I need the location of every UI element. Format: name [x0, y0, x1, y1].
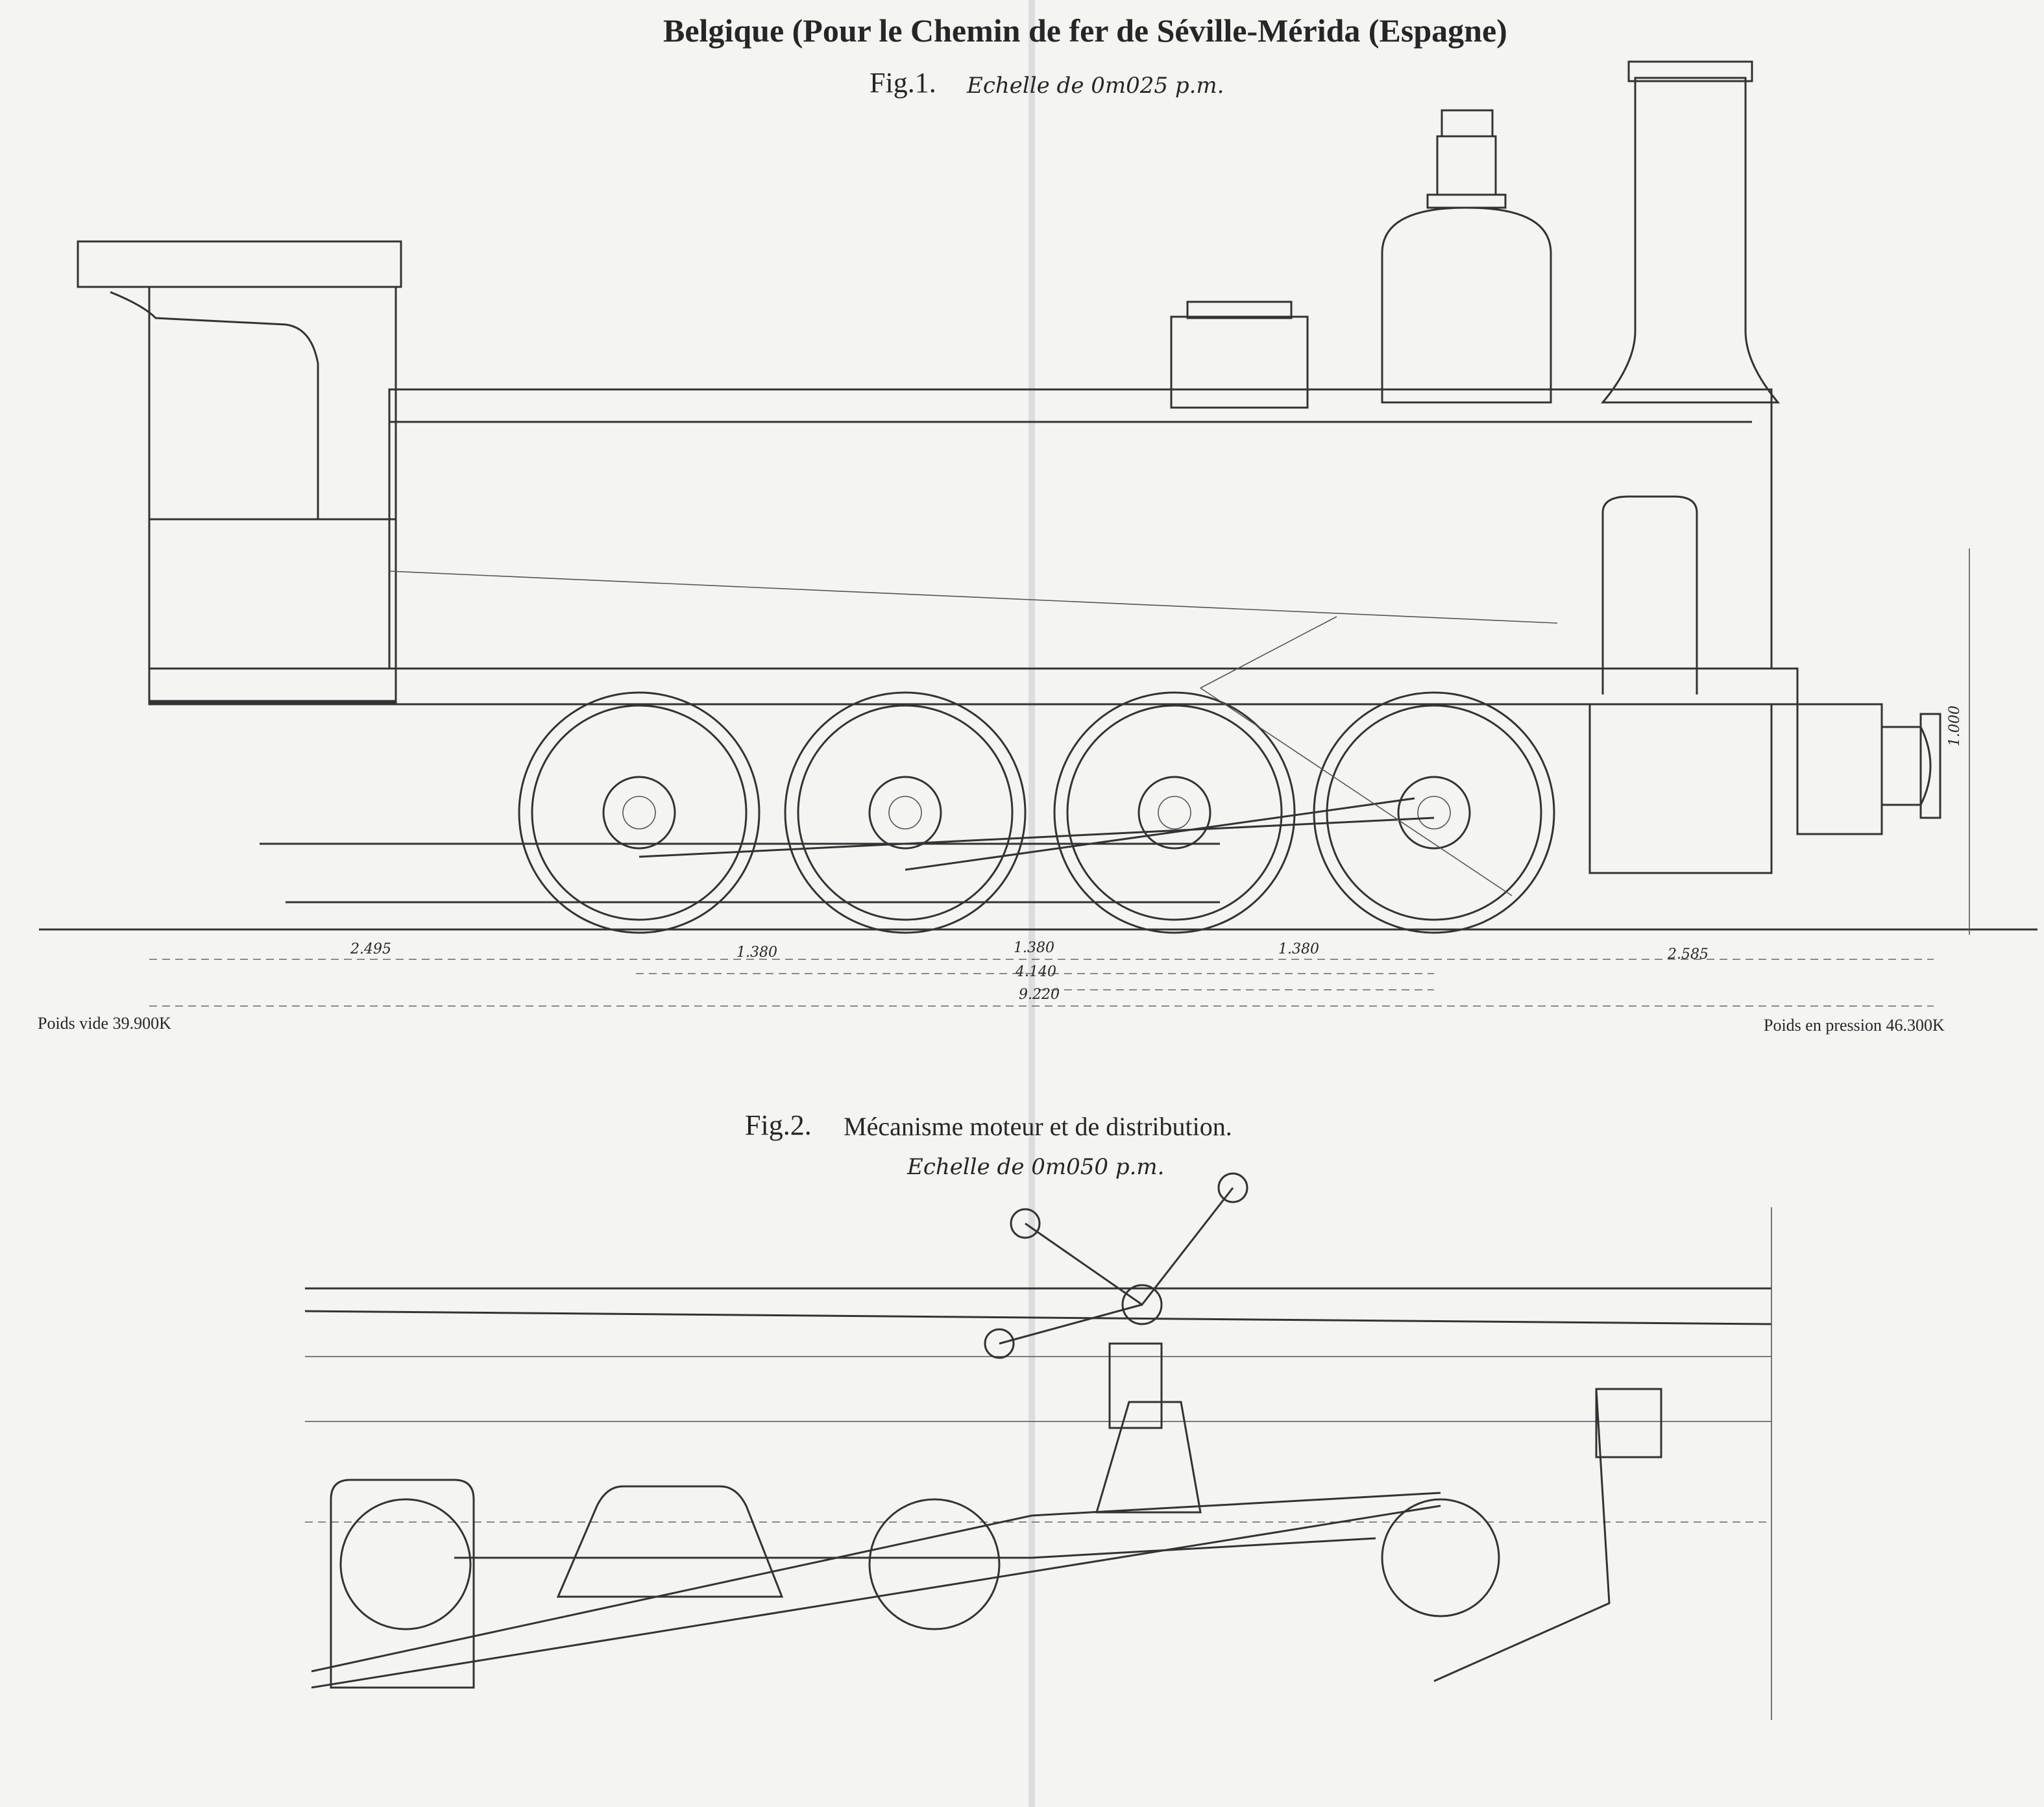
pivot-4 — [984, 1328, 1015, 1359]
valve-crosshead — [1095, 1401, 1202, 1514]
empty-weight: Poids vide 39.900K — [38, 1014, 171, 1033]
coupling-rods — [639, 797, 1435, 871]
dimension-label-6: 1.380 — [1278, 941, 1319, 957]
fig2-label: Fig.2. — [745, 1109, 812, 1141]
dimension-label-7: 2.585 — [1668, 946, 1709, 963]
spring-hanger — [556, 1485, 784, 1598]
frame-lower — [260, 842, 1220, 904]
cylinder — [1588, 703, 1773, 874]
valve-chest — [1595, 1388, 1662, 1458]
dimension-label-3: 1.380 — [1014, 940, 1054, 956]
height-dimension: 1.000 — [1947, 706, 1963, 746]
buffer-beam — [1796, 703, 1883, 835]
reversing-lever — [999, 1187, 1234, 1345]
fig1-elevation — [39, 60, 2038, 1007]
sand-box — [1170, 315, 1309, 409]
smokebox-door — [1601, 495, 1698, 695]
wheel-1 — [518, 691, 760, 934]
working-weight: Poids en pression 46.300K — [1764, 1016, 1945, 1035]
fig2-scale: Echelle de 0m050 p.m. — [907, 1154, 1165, 1180]
axle-box-1 — [330, 1479, 475, 1689]
chimney-cap — [1627, 60, 1753, 82]
crank-3 — [1381, 1498, 1500, 1617]
valve-gear — [1200, 616, 1513, 896]
sand-box-lid — [1186, 301, 1293, 319]
crank-2 — [868, 1498, 1001, 1630]
firebox-side — [148, 518, 397, 702]
wheel-3 — [1053, 691, 1296, 934]
plate-title: Belgique (Pour le Chemin de fer de Sévil… — [663, 12, 1507, 49]
frame-line-2 — [304, 1310, 1772, 1325]
dimension-label-2: 1.380 — [736, 944, 777, 961]
expansion-link — [1108, 1342, 1163, 1429]
chimney — [1600, 77, 1781, 404]
cab-roof — [77, 240, 402, 288]
safety-valve-top — [1441, 109, 1494, 138]
buffer — [1880, 726, 1932, 806]
fig2-caption: Mécanisme moteur et de distribution. — [844, 1112, 1232, 1141]
crank-1 — [339, 1498, 472, 1630]
wheel-2 — [784, 691, 1027, 934]
steam-dome — [1381, 206, 1552, 404]
dimension-label-4: 4.140 — [1016, 964, 1056, 980]
wheel-4 — [1313, 691, 1555, 934]
fig2-mechanism — [304, 1172, 1772, 1720]
dimension-label-5: 9.220 — [1019, 987, 1060, 1003]
return-crank-rod — [1433, 1388, 1611, 1682]
reach-rod — [389, 571, 1558, 624]
dimension-label-1: 2.495 — [350, 941, 391, 957]
coupling-rod-f2 — [454, 1537, 1376, 1559]
cab-handrail — [110, 291, 319, 519]
pivot-2 — [1217, 1172, 1248, 1203]
main-rods — [311, 1492, 1441, 1689]
pivot-1 — [1010, 1208, 1041, 1239]
cab — [148, 286, 397, 704]
safety-valve — [1436, 135, 1497, 195]
pivot-3 — [1121, 1284, 1163, 1325]
dome-base — [1426, 193, 1507, 209]
buffer-head — [1919, 713, 1941, 819]
main-frame — [148, 667, 1799, 706]
fig1-scale: Echelle de 0m025 p.m. — [967, 73, 1224, 99]
fig1-label: Fig.1. — [870, 67, 936, 99]
boiler — [388, 388, 1773, 670]
